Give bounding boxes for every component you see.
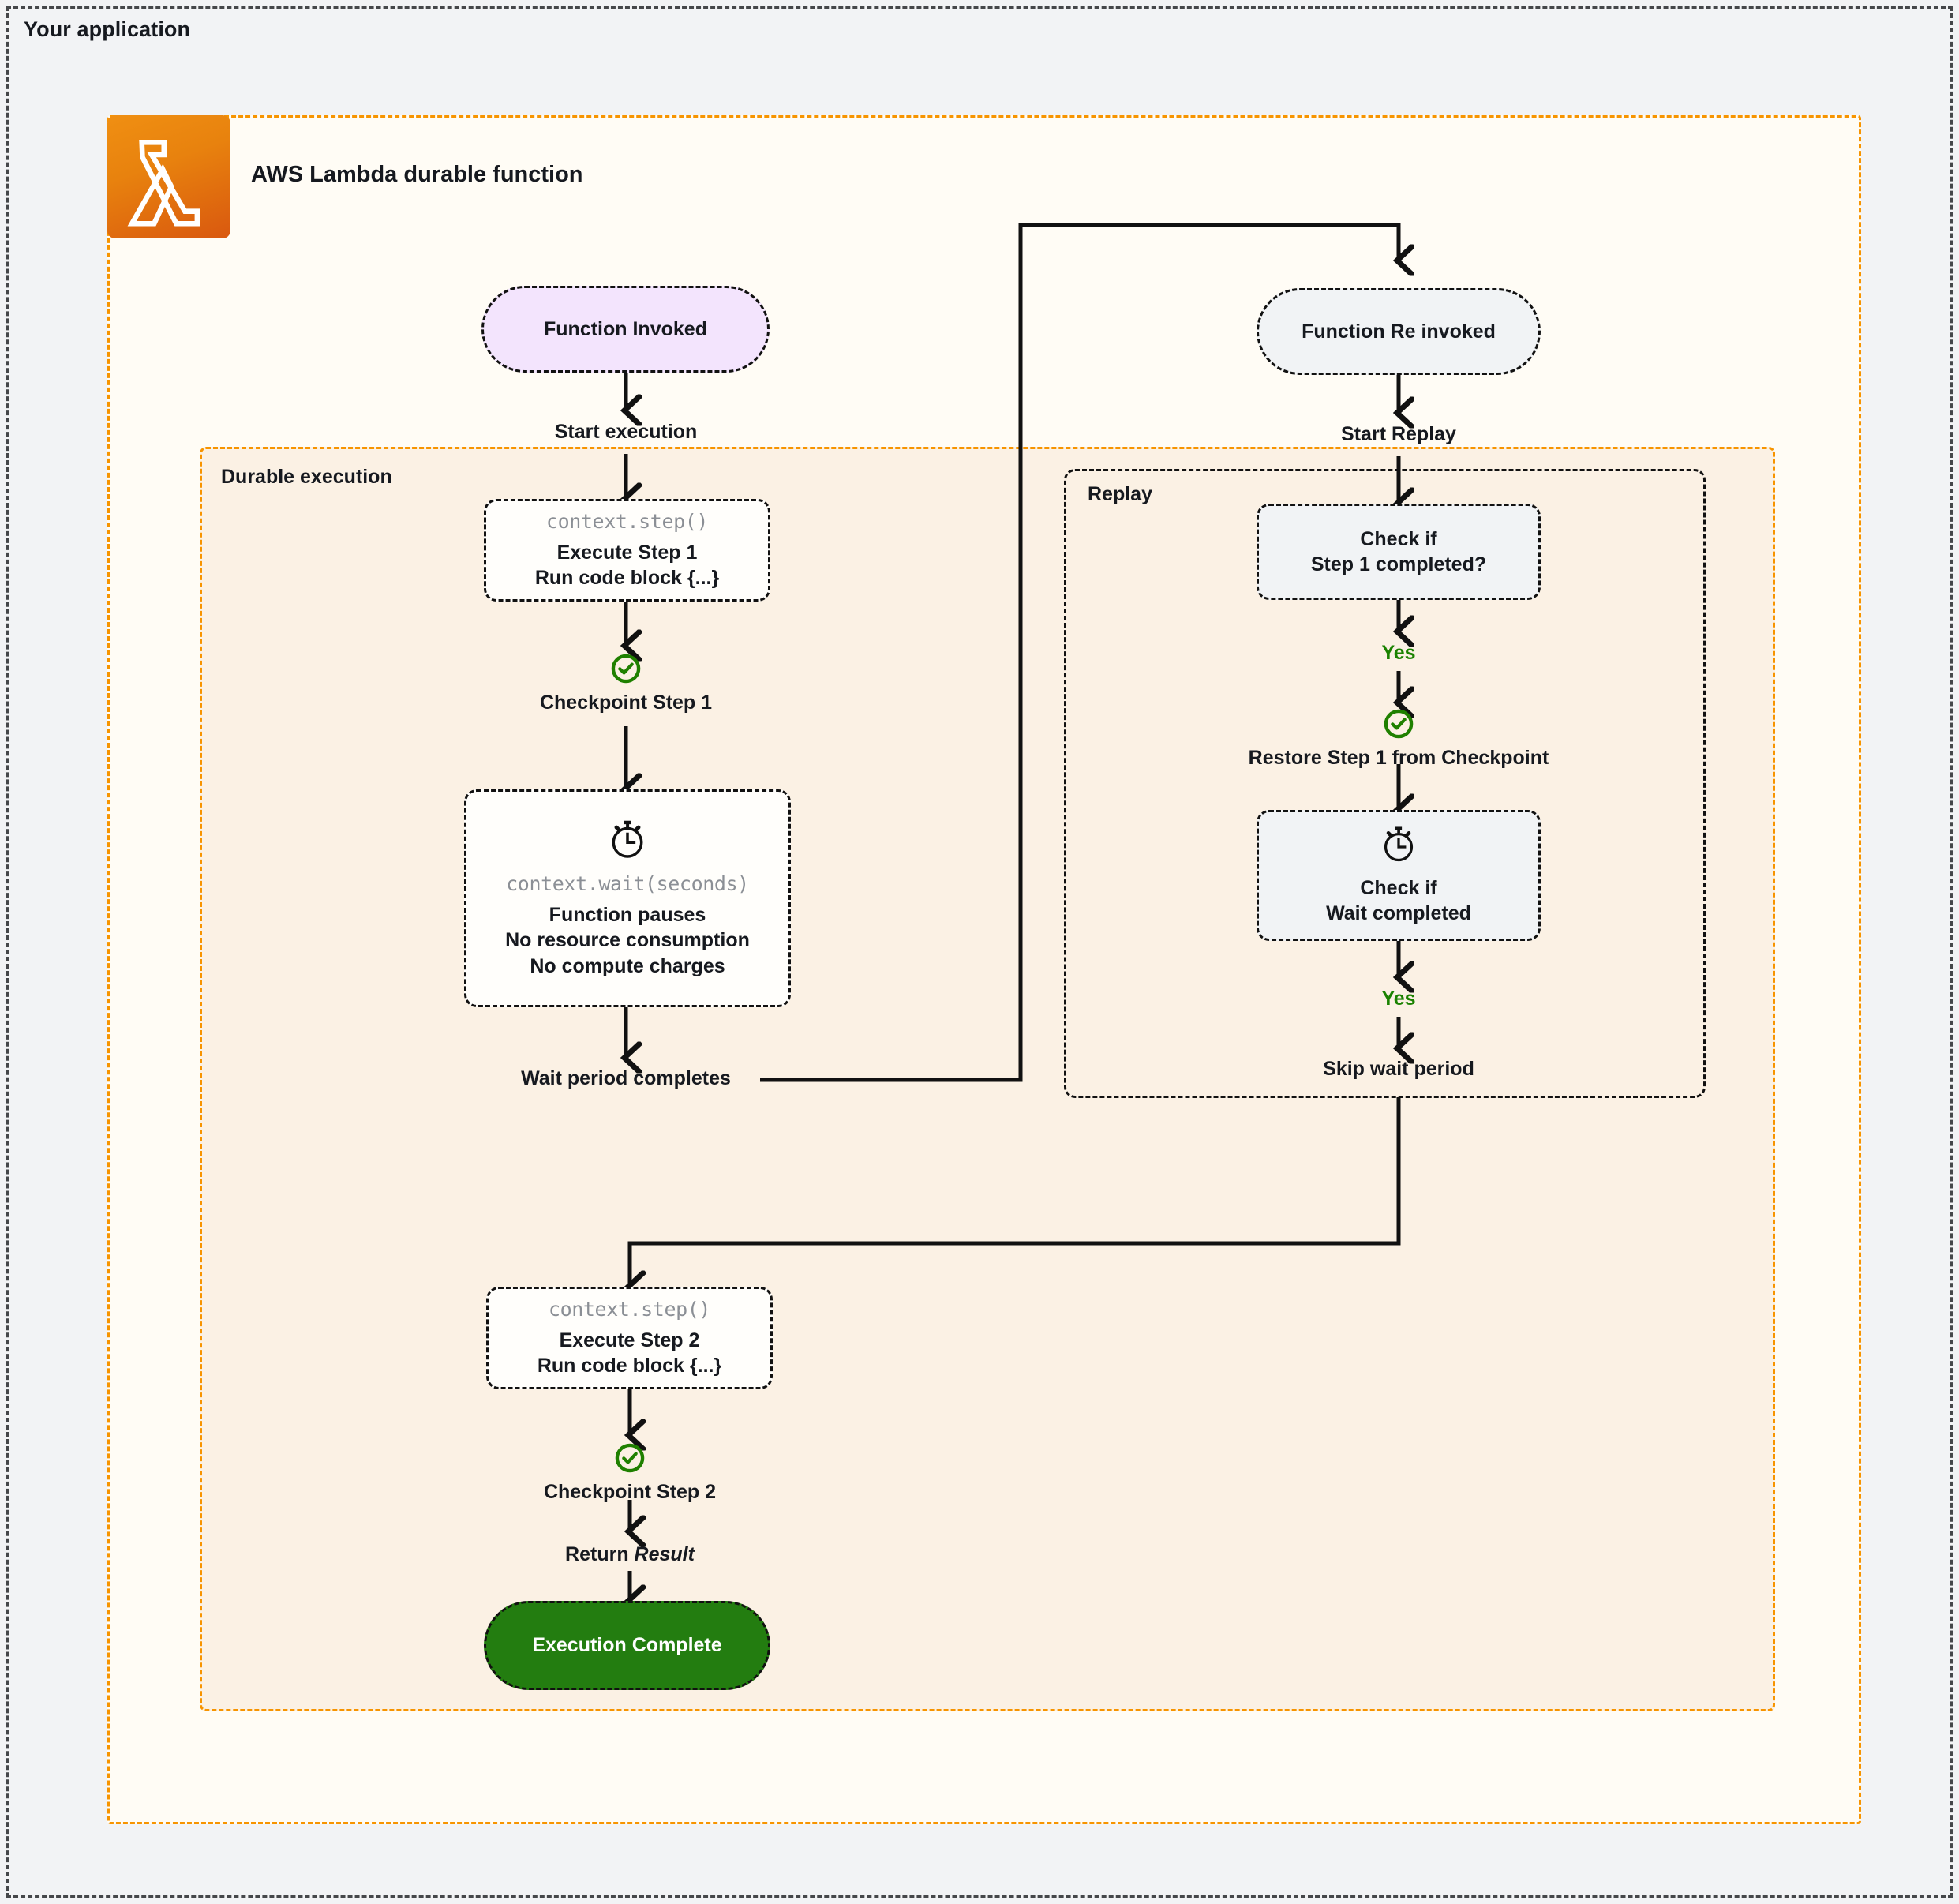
node-check-wait-line1: Check if: [1360, 876, 1437, 899]
label-checkpoint-step-1: Checkpoint Step 1: [539, 692, 713, 714]
node-execute-step-1-line2: Run code block {...}: [534, 567, 720, 590]
edge-label-yes-wait: Yes: [1381, 988, 1416, 1010]
label-restore-step-1: Restore Step 1 from Checkpoint: [1248, 747, 1549, 769]
label-return-result: Return Result: [565, 1543, 695, 1566]
node-execute-step-1-code: context.step(): [545, 510, 709, 534]
check-circle-icon: [609, 652, 642, 689]
node-execution-complete[interactable]: Execution Complete: [484, 1601, 770, 1690]
node-check-step-1-completed[interactable]: Check if Step 1 completed?: [1257, 504, 1541, 600]
return-value: Result: [634, 1543, 695, 1565]
node-function-re-invoked[interactable]: Function Re invoked: [1257, 288, 1541, 375]
edge-label-start-execution: Start execution: [554, 421, 698, 443]
stopwatch-icon: [1378, 824, 1419, 872]
label-checkpoint-step-2: Checkpoint Step 2: [543, 1481, 717, 1503]
lambda-title: AWS Lambda durable function: [251, 162, 583, 187]
node-check-wait-line2: Wait completed: [1326, 902, 1471, 925]
node-execute-step-2[interactable]: context.step() Execute Step 2 Run code b…: [486, 1287, 773, 1389]
node-check-wait-completed[interactable]: Check if Wait completed: [1257, 810, 1541, 941]
durable-execution-label: Durable execution: [221, 466, 392, 488]
node-execute-step-1[interactable]: context.step() Execute Step 1 Run code b…: [484, 499, 770, 602]
node-function-invoked-label: Function Invoked: [544, 317, 707, 340]
edge-label-yes-step-1: Yes: [1381, 642, 1416, 664]
label-wait-period-completes: Wait period completes: [521, 1067, 731, 1089]
node-context-wait-line3: No compute charges: [530, 954, 725, 977]
aws-lambda-icon: [107, 115, 230, 238]
node-context-wait-line1: Function pauses: [549, 903, 706, 926]
node-execute-step-2-code: context.step(): [548, 1298, 711, 1321]
node-execution-complete-label: Execution Complete: [532, 1634, 722, 1657]
check-circle-icon: [1382, 707, 1415, 744]
node-context-wait-code: context.wait(seconds): [506, 872, 749, 896]
node-context-wait-line2: No resource consumption: [505, 929, 750, 952]
stopwatch-icon: [605, 818, 650, 869]
node-function-invoked[interactable]: Function Invoked: [481, 286, 770, 373]
node-context-wait[interactable]: context.wait(seconds) Function pauses No…: [464, 789, 791, 1007]
check-circle-icon: [613, 1441, 646, 1479]
return-prefix: Return: [565, 1543, 635, 1565]
node-check-step-1-line2: Step 1 completed?: [1310, 553, 1487, 575]
node-execute-step-1-line1: Execute Step 1: [556, 541, 698, 564]
replay-label: Replay: [1088, 483, 1152, 505]
page-title: Your application: [24, 17, 191, 41]
edge-label-start-replay: Start Replay: [1341, 423, 1456, 445]
node-check-step-1-line1: Check if: [1360, 527, 1437, 550]
node-execute-step-2-line2: Run code block {...}: [537, 1355, 722, 1377]
label-skip-wait-period: Skip wait period: [1323, 1058, 1474, 1080]
node-execute-step-2-line1: Execute Step 2: [559, 1329, 700, 1351]
node-function-re-invoked-label: Function Re invoked: [1302, 320, 1496, 343]
